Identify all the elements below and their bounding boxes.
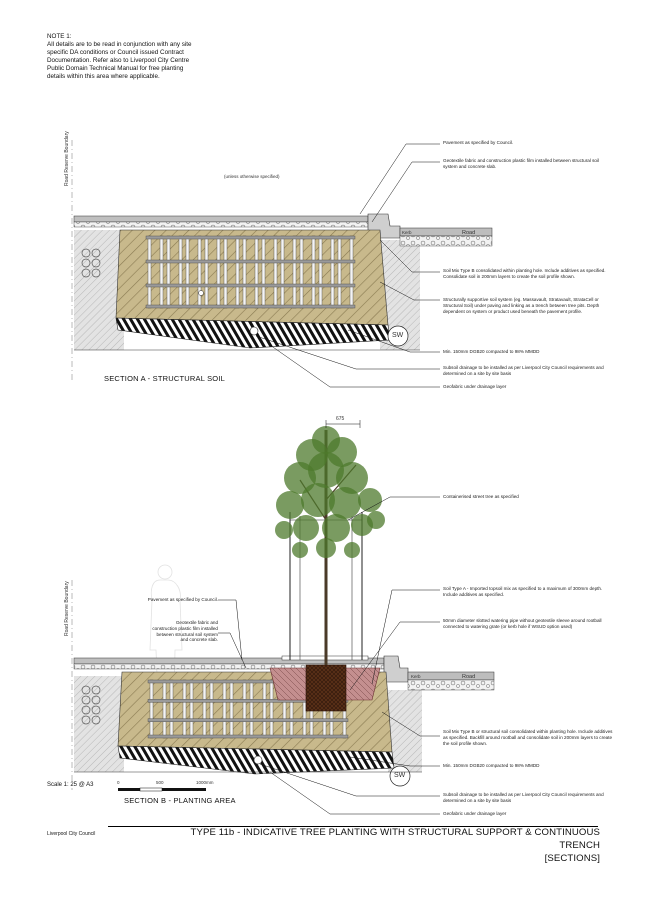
drawing-title-line2: [SECTIONS] bbox=[544, 853, 600, 864]
sw-label-b: SW bbox=[394, 772, 406, 779]
annotation: Geofabric under drainage layer bbox=[443, 384, 507, 389]
annotation: Min. 150mm DGB20 compacted to 98% MMDD bbox=[443, 763, 540, 768]
kerb-label: Kerb bbox=[402, 230, 412, 235]
structural-cells bbox=[145, 235, 356, 309]
street-tree bbox=[275, 426, 385, 665]
general-note: NOTE 1: All details are to be read in co… bbox=[47, 33, 237, 81]
road-label-b: Road bbox=[462, 674, 476, 680]
scale-tick-1000: 1000mm bbox=[196, 780, 214, 785]
drawing-title: TYPE 11b - INDICATIVE TREE PLANTING WITH… bbox=[150, 826, 600, 865]
sub-base bbox=[73, 221, 369, 228]
road-base bbox=[399, 235, 493, 247]
section-a-leaders bbox=[255, 143, 440, 388]
annotation: Geofabric under drainage layer bbox=[443, 811, 507, 816]
annotation: Soil Type A - Imported topsoil mix as sp… bbox=[443, 586, 603, 597]
annotation: Min. 150mm DGB20 compacted to 98% MMDD bbox=[443, 349, 540, 354]
note-line: specific DA conditions or Council issued… bbox=[47, 49, 184, 56]
annotation: Pavement as specified by Council. bbox=[147, 597, 218, 602]
road-surface bbox=[399, 227, 493, 237]
section-a-drawing bbox=[71, 140, 493, 388]
annotation: Containerised street tree as specified bbox=[443, 494, 519, 499]
scale-tick-0: 0 bbox=[117, 780, 120, 785]
scale-bar bbox=[118, 787, 206, 792]
note-line: All details are to be read in conjunctio… bbox=[47, 41, 192, 48]
soil-mix-b bbox=[115, 229, 389, 326]
scale-label: Scale 1: 25 @ A3 bbox=[47, 782, 94, 788]
subsoil-drain-pipe bbox=[249, 326, 259, 336]
annotation: Soil Mix Type B or structural soil conso… bbox=[443, 729, 613, 746]
note-line: details within this area where applicabl… bbox=[47, 73, 160, 80]
annotation: 50mm diameter slotted watering pipe with… bbox=[443, 618, 602, 629]
annotation: Subsoil drainage to be installed as per … bbox=[443, 792, 604, 803]
annotation: Soil Mix Type B consolidated within plan… bbox=[443, 268, 606, 279]
kerb-label-b: Kerb bbox=[411, 674, 421, 679]
sw-label: SW bbox=[392, 332, 404, 339]
road-label: Road bbox=[462, 230, 476, 236]
road-reserve-boundary-label: Road Reserve Boundary bbox=[64, 131, 70, 186]
note-heading: NOTE 1: bbox=[47, 33, 72, 40]
section-b-drawing bbox=[71, 420, 495, 815]
gravel-left bbox=[81, 248, 101, 278]
pavement bbox=[73, 215, 369, 223]
note-line: Documentation. Refer also to Liverpool C… bbox=[47, 57, 190, 64]
drawing-title-line1: TYPE 11b - INDICATIVE TREE PLANTING WITH… bbox=[190, 827, 600, 851]
unless-note: (unless otherwise specified) bbox=[224, 174, 280, 179]
annotation: Structurally supportive soil system (eg.… bbox=[443, 297, 600, 314]
scale-tick-500: 500 bbox=[156, 780, 164, 785]
annotation: Pavement as specified by Council. bbox=[443, 140, 514, 145]
annotation: Geotextile fabric and construction plast… bbox=[152, 620, 218, 643]
road-reserve-boundary-label-b: Road Reserve Boundary bbox=[64, 581, 70, 636]
existing-ground-left bbox=[74, 230, 124, 350]
annotation: Subsoil drainage to be installed as per … bbox=[443, 365, 604, 376]
rootball bbox=[305, 664, 347, 712]
stormwater-pipe bbox=[387, 325, 409, 347]
note-line: Public Domain Technical Manual for free … bbox=[47, 65, 184, 72]
section-a-title: SECTION A - STRUCTURAL SOIL bbox=[104, 374, 225, 383]
annotation: Geotextile fabric and construction plast… bbox=[443, 158, 600, 169]
council-name: Liverpool City Council bbox=[47, 831, 96, 837]
section-b-title: SECTION B - PLANTING AREA bbox=[124, 796, 236, 805]
dimension-label: 675 bbox=[336, 416, 345, 422]
footer-divider bbox=[108, 826, 598, 827]
